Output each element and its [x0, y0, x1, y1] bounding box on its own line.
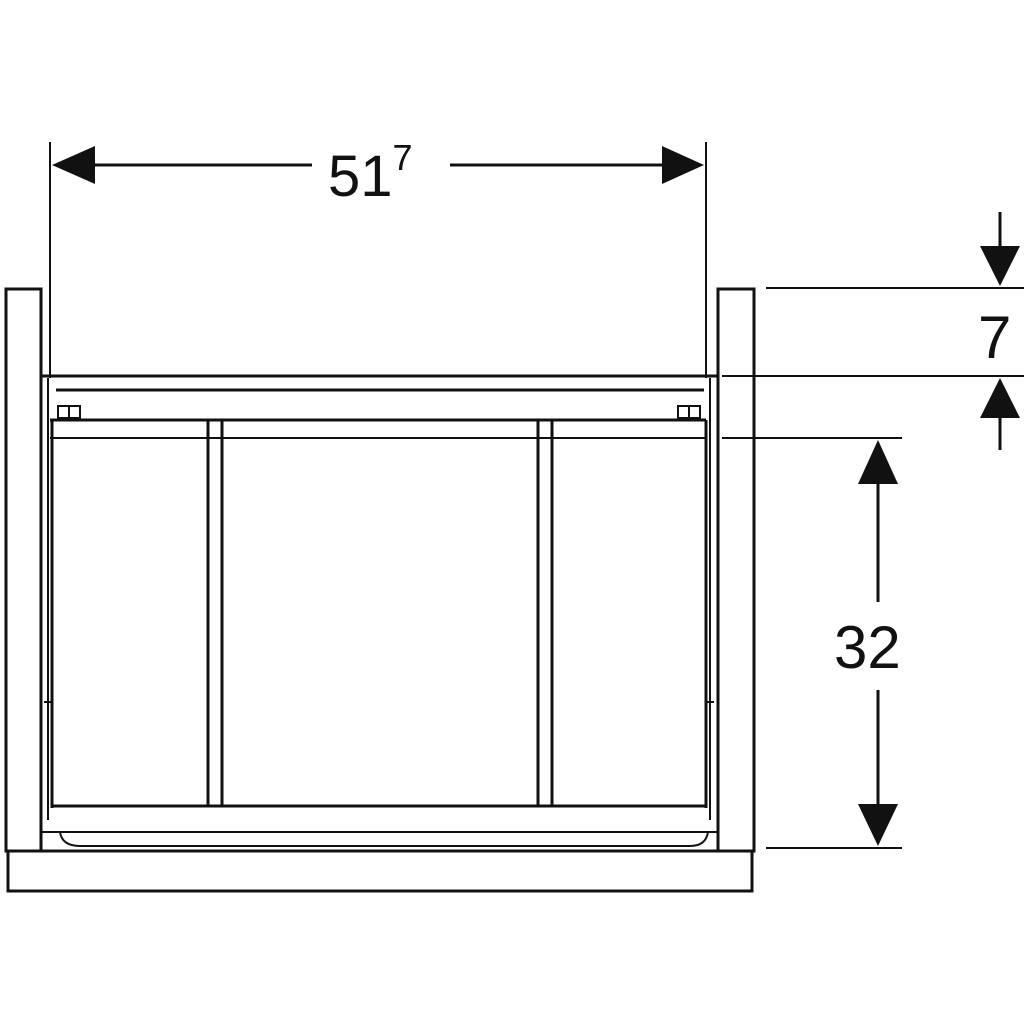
drawer-divider-left [206, 418, 224, 808]
width-arrow-right [662, 146, 704, 184]
bottom-tray-curve [59, 831, 709, 847]
height-arrow-up [858, 440, 898, 484]
width-dimension: 517 [49, 137, 707, 378]
base-plinth [6, 849, 754, 893]
height-arrow-down [858, 804, 898, 846]
height-label: 32 [834, 614, 901, 681]
drawer-divider-right [536, 418, 554, 808]
top-gap-label: 7 [978, 304, 1011, 371]
right-side-panel [716, 287, 756, 853]
top-gap-dimension: 7 [722, 212, 1024, 450]
height-dimension: 32 [722, 437, 902, 849]
width-superscript: 7 [393, 137, 413, 178]
cabinet [4, 287, 756, 893]
width-arrow-left [52, 146, 95, 184]
left-side-panel [4, 287, 43, 853]
top-gap-arrow-up [980, 378, 1020, 418]
top-gap-arrow-down [980, 246, 1020, 286]
width-label: 517 [328, 137, 413, 209]
width-value: 51 [328, 144, 393, 209]
